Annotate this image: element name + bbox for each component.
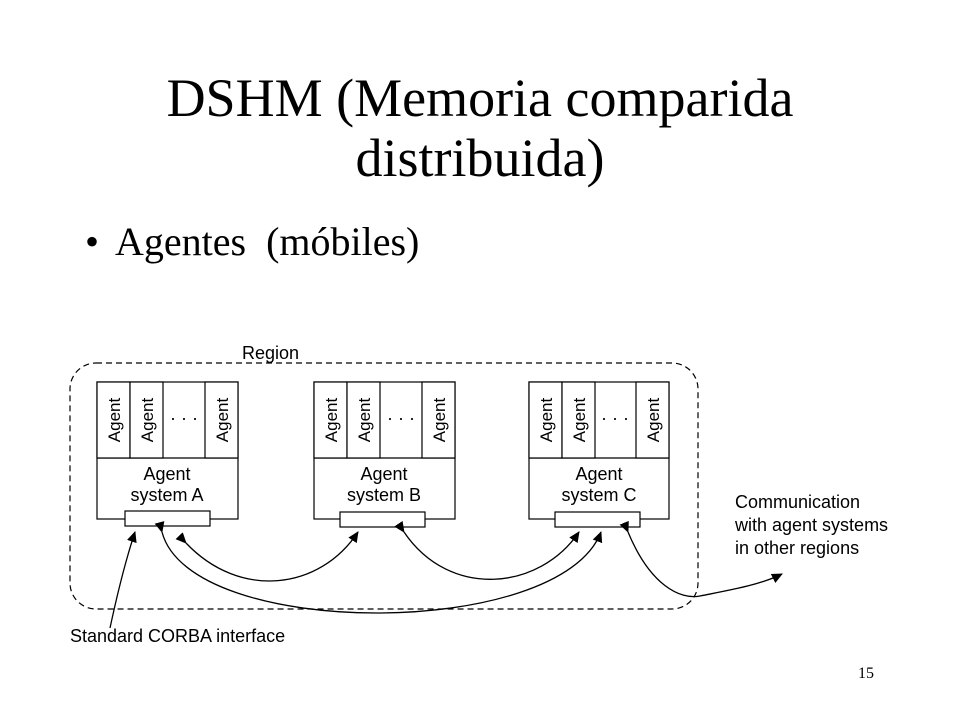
page-number: 15 — [858, 665, 874, 682]
agent-label: Agent — [322, 398, 341, 443]
slide-title-line-1: DSHM (Memoria comparida — [166, 68, 794, 128]
system-b-label-line-1: Agent — [360, 464, 407, 484]
system-c-label-line-1: Agent — [575, 464, 622, 484]
region-label: Region — [242, 343, 299, 363]
corba-interface-a — [124, 510, 211, 527]
agent-slot-c3 — [635, 381, 670, 459]
slide-title-line-2: distribuida) — [355, 128, 605, 188]
corba-interface-label: Standard CORBA interface — [70, 626, 285, 646]
agent-slot-c1 — [528, 381, 563, 459]
corba-interface-c — [554, 511, 641, 528]
system-a-label-line-2: system A — [130, 485, 203, 505]
ellipsis: · · · — [601, 408, 629, 428]
slide-title: DSHM (Memoria comparida distribuida) — [60, 68, 900, 188]
agent-slot-a3 — [204, 381, 239, 459]
ellipsis: · · · — [387, 408, 415, 428]
bullet-item: • Agentes (móbiles) — [85, 218, 419, 266]
ellipsis: · · · — [170, 408, 198, 428]
arrow-b-to-c — [394, 520, 580, 580]
agent-label: Agent — [537, 398, 556, 443]
system-b-label-line-2: system B — [347, 485, 421, 505]
agent-slot-a2 — [129, 381, 164, 459]
agent-label: Agent — [213, 398, 232, 443]
agent-slot-b2 — [346, 381, 381, 459]
arrow-a-to-b — [175, 531, 359, 582]
communication-label-line-2: with agent systems — [734, 515, 888, 535]
agent-system-a: Agent Agent Agent · · · Agent system A — [96, 381, 239, 527]
bullet-text: Agentes (móbiles) — [115, 219, 420, 264]
arrow-a-to-c — [154, 521, 603, 614]
bullet-dot: • — [85, 219, 100, 264]
agent-label: Agent — [105, 398, 124, 443]
agent-slot-b3 — [421, 381, 456, 459]
agent-slot-c2 — [561, 381, 596, 459]
communication-label-line-1: Communication — [735, 492, 860, 512]
agent-label: Agent — [355, 398, 374, 443]
agent-system-b: Agent Agent Agent · · · Agent system B — [313, 381, 456, 528]
corba-interface-b — [339, 511, 426, 528]
agent-label: Agent — [138, 398, 157, 443]
agent-system-c: Agent Agent Agent · · · Agent system C — [528, 381, 670, 528]
agent-label: Agent — [430, 398, 449, 443]
arrow-corba-pointer — [109, 531, 137, 629]
region-boundary — [69, 362, 699, 610]
agent-label: Agent — [644, 398, 663, 443]
agent-label: Agent — [570, 398, 589, 443]
agent-slot-b1 — [313, 381, 348, 459]
communication-label-line-3: in other regions — [735, 538, 859, 558]
system-c-label-line-2: system C — [561, 485, 636, 505]
arrow-c-to-other-regions — [619, 520, 783, 598]
system-a-label-line-1: Agent — [143, 464, 190, 484]
